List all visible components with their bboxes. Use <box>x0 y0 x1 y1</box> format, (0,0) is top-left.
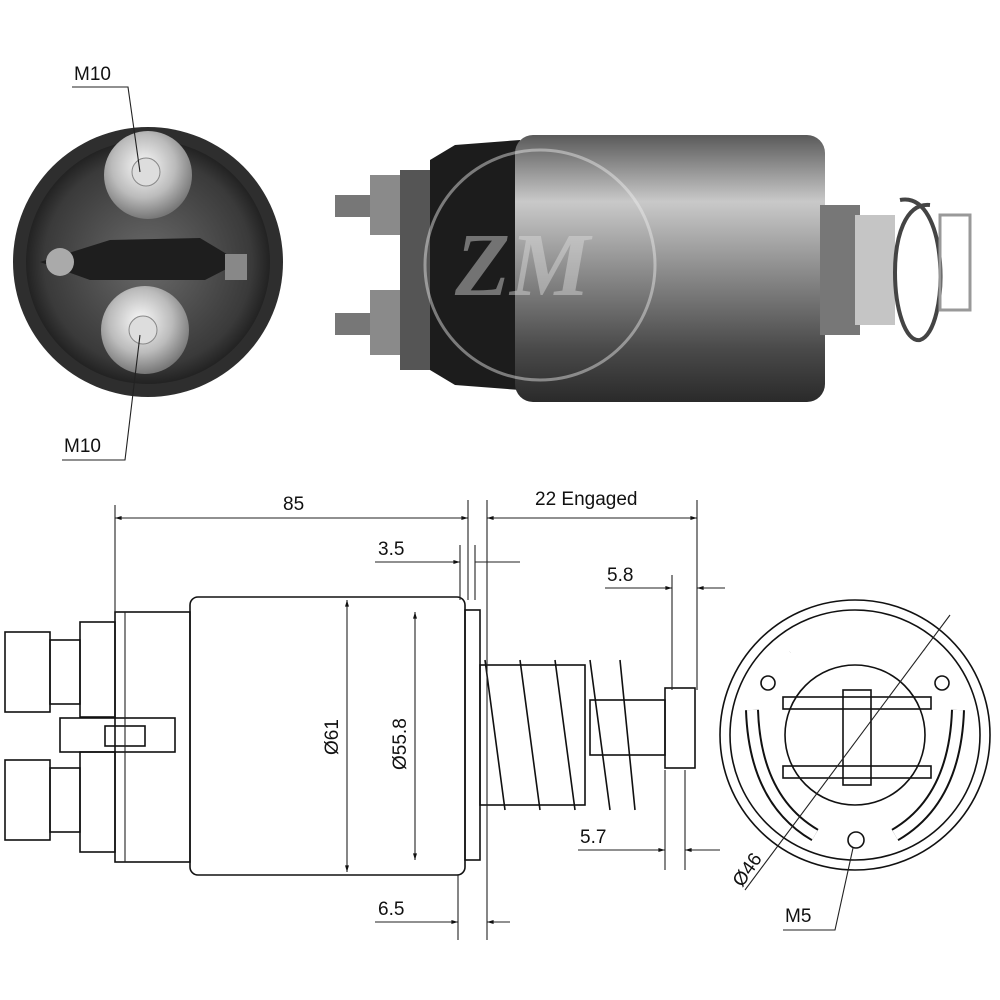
bottom-terminal-nut <box>101 286 189 374</box>
diameter-55-8: Ø55.8 <box>390 718 411 770</box>
top-terminal-label: M10 <box>74 64 111 85</box>
dimension-6-5: 6.5 <box>378 899 404 920</box>
m5-label: M5 <box>785 906 811 927</box>
top-terminal-nut <box>104 131 192 219</box>
side-view-photo: ZM <box>335 135 972 402</box>
m5-hole <box>847 831 865 849</box>
length-dimension: 85 <box>283 494 304 515</box>
dimension-3-5: 3.5 <box>378 539 404 560</box>
spade-terminal <box>225 254 247 280</box>
solenoid-body-photo <box>515 135 825 402</box>
dimension-5-7: 5.7 <box>580 827 606 848</box>
diameter-46: Ø46 <box>729 849 767 890</box>
side-view-drawing: 85 22 Engaged 3.5 5.8 Ø61 Ø55.8 5.7 6.5 <box>4 489 725 940</box>
zm-watermark-logo: ZM <box>423 148 657 382</box>
bottom-terminal-label: M10 <box>64 436 101 457</box>
end-view-drawing: Ø46 M5 <box>719 599 991 931</box>
engaged-dimension: 22 Engaged <box>535 489 638 510</box>
dimension-5-8: 5.8 <box>607 565 633 586</box>
diameter-46-line <box>744 614 951 891</box>
diameter-61: Ø61 <box>322 719 343 755</box>
end-view-photo: M10 M10 <box>13 64 283 461</box>
svg-text:ZM: ZM <box>454 216 593 315</box>
